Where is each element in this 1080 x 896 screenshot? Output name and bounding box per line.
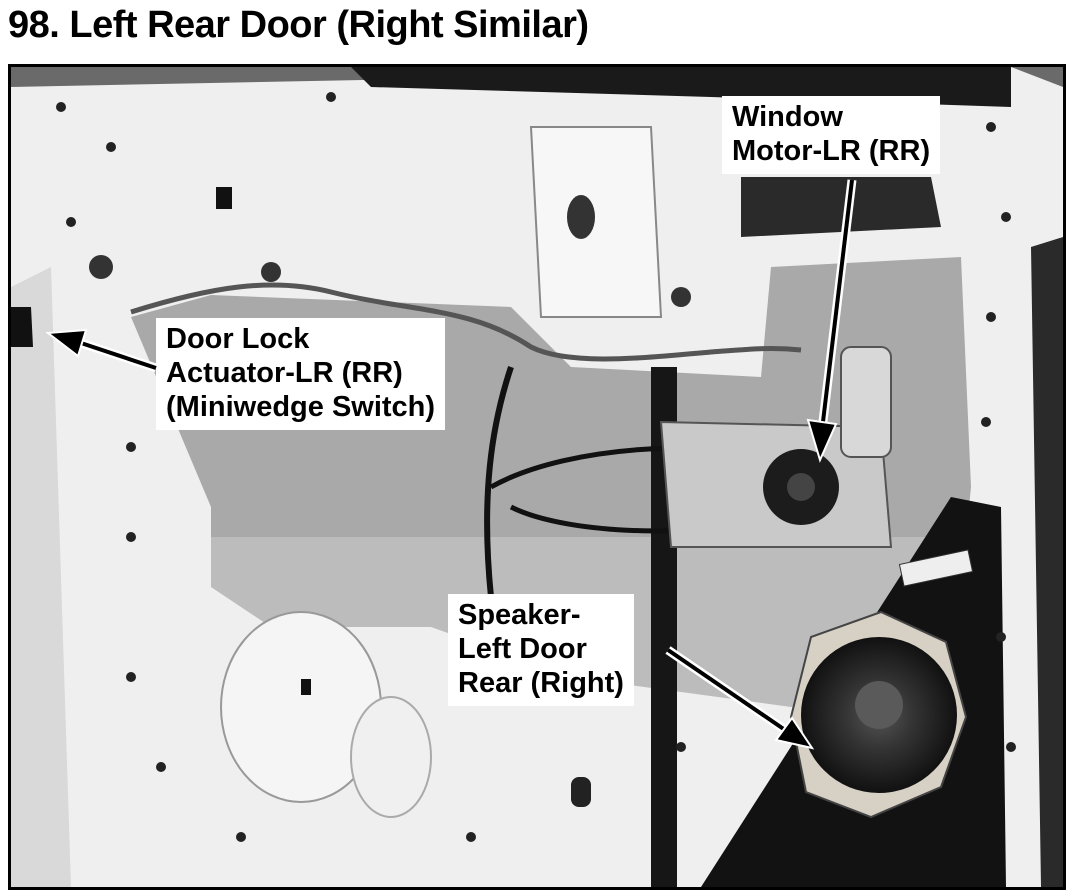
callout-window-motor-line-1: Window <box>732 101 843 133</box>
speaker-dustcap <box>855 681 903 729</box>
drain-hole <box>571 777 591 807</box>
door-photo-drawing <box>11 67 1063 887</box>
door-photo <box>8 64 1066 890</box>
callout-window-motor-line-2: Motor-LR (RR) <box>732 135 931 167</box>
callout-speaker-line-1: Speaker- <box>458 599 581 631</box>
wiring-harness <box>130 282 802 362</box>
access-hole-upper <box>261 262 281 282</box>
fastener-dots <box>56 92 1016 842</box>
door-latch-slot <box>11 307 33 347</box>
clip-slot-upper <box>216 187 232 209</box>
callout-door-lock-line-2: Actuator-LR (RR) <box>166 357 403 389</box>
callout-speaker-line-2: Left Door <box>458 633 587 665</box>
access-hole-left <box>89 255 113 279</box>
motor-mount <box>741 177 941 237</box>
door-left-edge <box>11 267 71 887</box>
figure-title: 98. Left Rear Door (Right Similar) <box>8 4 589 46</box>
speaker-label-sticker <box>898 549 974 587</box>
regulator-cable-left <box>484 366 514 598</box>
callout-window-motor: Window Motor-LR (RR) <box>722 96 941 174</box>
window-motor <box>840 346 892 458</box>
callout-speaker: Speaker- Left Door Rear (Right) <box>448 594 634 706</box>
callout-door-lock: Door Lock Actuator-LR (RR) (Miniwedge Sw… <box>156 318 446 430</box>
callout-speaker-line-3: Rear (Right) <box>458 667 624 699</box>
callout-door-lock-line-1: Door Lock <box>166 323 310 355</box>
upper-bracket <box>529 126 663 318</box>
door-right-edge <box>1031 237 1063 887</box>
clip-slot-lower <box>301 679 311 695</box>
bracket-hole <box>567 195 595 239</box>
window-motor-hub <box>787 473 815 501</box>
callout-door-lock-line-3: (Miniwedge Switch) <box>166 391 436 423</box>
lower-mid-bulge <box>350 696 432 818</box>
access-hole-right <box>671 287 691 307</box>
